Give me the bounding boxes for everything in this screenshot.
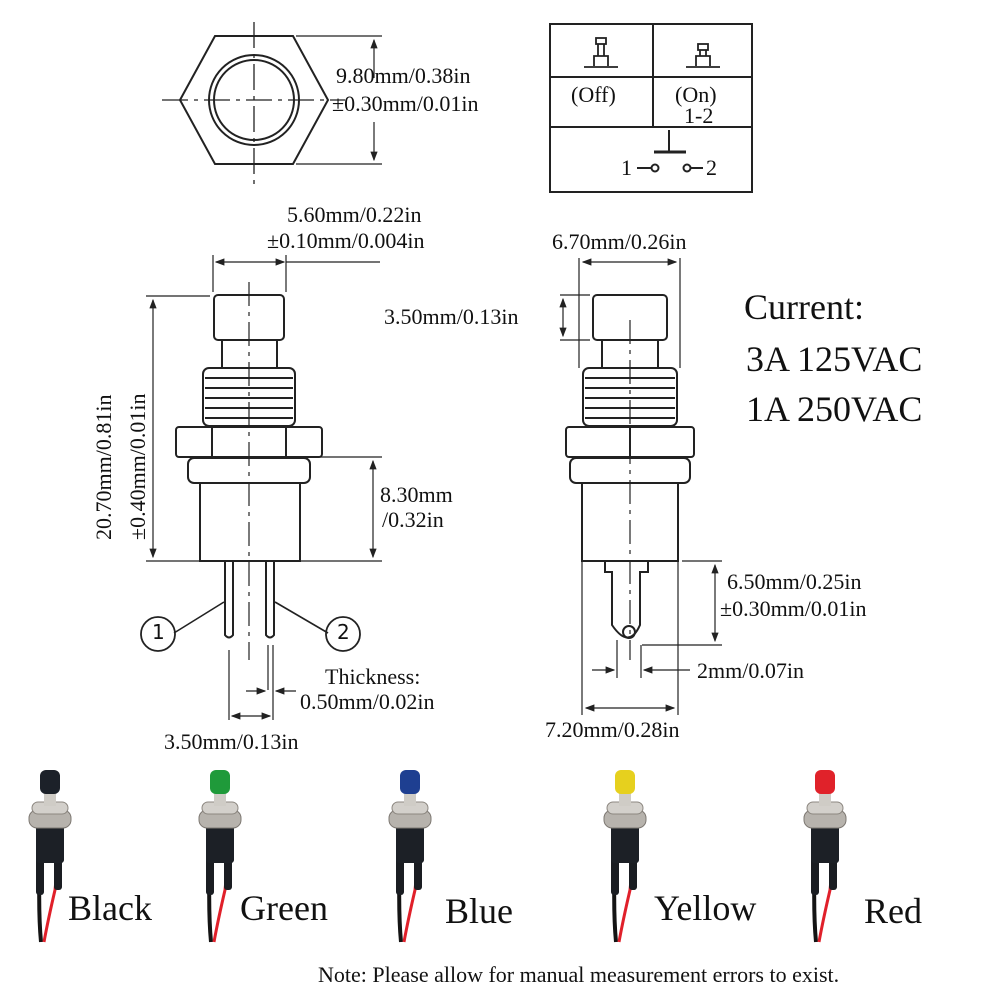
variant-label-blue: Blue (445, 891, 513, 931)
switch-photo-yellow-sleeve-right (629, 855, 637, 890)
pin-2-label: 2 (337, 620, 350, 644)
button-on-icon (686, 43, 720, 68)
rating-250vac: 1A 250VAC (746, 389, 923, 429)
switch-photo-yellow-red-wire (617, 859, 635, 943)
body-height-inches: /0.32in (382, 507, 444, 532)
variant-label-red: Red (864, 891, 922, 931)
terminal-width-dimension: 2mm/0.07in (697, 658, 804, 683)
switch-photo-green-cap (210, 770, 230, 794)
rating-125vac: 3A 125VAC (746, 339, 923, 379)
switch-photo-red-sleeve-right (829, 855, 837, 890)
variant-label-yellow: Yellow (654, 888, 757, 928)
variant-label-black: Black (68, 888, 152, 928)
switch-photo-green-stem (214, 792, 226, 806)
on-state-label: (On) (675, 82, 717, 107)
switch-photo-blue-body (396, 825, 424, 863)
cap-width-dimension: 5.60mm/0.22in (287, 202, 422, 227)
body-height-dimension: 8.30mm (380, 482, 453, 507)
switch-photo-yellow-cap (615, 770, 635, 794)
switch-state-table (549, 23, 753, 193)
hex-nut-top-view (162, 22, 382, 184)
terminal-2-label: 2 (706, 155, 717, 180)
thickness-dimension: 0.50mm/0.02in (300, 689, 435, 714)
terminal-length-tolerance: ±0.30mm/0.01in (720, 596, 867, 621)
switch-photo-green-sleeve-right (224, 855, 232, 890)
switch-photo-blue-cap (400, 770, 420, 794)
switch-photo-yellow-stem (619, 792, 631, 806)
switch-photo-red-sleeve-left (811, 855, 819, 895)
switch-photo-black-cap (40, 770, 60, 794)
switch-photo-red-cap (815, 770, 835, 794)
switch-photo-blue-sleeve-right (414, 855, 422, 890)
button-off-icon (584, 37, 618, 68)
cap-height-dimension: 3.50mm/0.13in (384, 304, 519, 329)
hex-width-dimension: 9.80mm/0.38in (336, 63, 471, 88)
switch-side-view (559, 258, 722, 715)
switch-photo-red-stem (819, 792, 831, 806)
switch-photo-green-body (206, 825, 234, 863)
switch-photo-black-sleeve-left (36, 855, 44, 895)
switch-photo-green-red-wire (212, 859, 230, 943)
current-title: Current: (744, 287, 864, 327)
terminal-length-dimension: 6.50mm/0.25in (727, 569, 862, 594)
cap-width-tolerance: ±0.10mm/0.004in (267, 228, 425, 253)
body-width-dimension: 7.20mm/0.28in (545, 717, 680, 742)
on-contacts-label: 1-2 (684, 103, 714, 128)
terminal-1-label: 1 (621, 155, 632, 180)
switch-photo-blue-stem (404, 792, 416, 806)
switch-photo-red-red-wire (817, 859, 835, 943)
switch-photo-black-stem (44, 792, 56, 806)
switch-photo-red-body (811, 825, 839, 863)
thread-width-dimension: 6.70mm/0.26in (552, 229, 687, 254)
thickness-label: Thickness: (325, 664, 421, 689)
switch-photo-black-red-wire (42, 859, 60, 943)
off-state-label: (Off) (571, 82, 616, 107)
pin-1-label: 1 (152, 620, 165, 644)
switch-photo-yellow-body (611, 825, 639, 863)
switch-photo-yellow-sleeve-left (611, 855, 619, 895)
switch-photo-black-sleeve-right (54, 855, 62, 890)
switch-photo-blue-sleeve-left (396, 855, 404, 895)
switch-front-view (140, 255, 382, 720)
switch-photo-green-sleeve-left (206, 855, 214, 895)
measurement-note: Note: Please allow for manual measuremen… (318, 962, 840, 987)
hex-width-tolerance: ±0.30mm/0.01in (332, 91, 479, 116)
switch-photo-blue-red-wire (402, 859, 420, 943)
pin-spacing-dimension: 3.50mm/0.13in (164, 729, 299, 754)
switch-schematic-icon (637, 130, 703, 173)
switch-photo-black-body (36, 825, 64, 863)
variant-label-green: Green (240, 888, 328, 928)
